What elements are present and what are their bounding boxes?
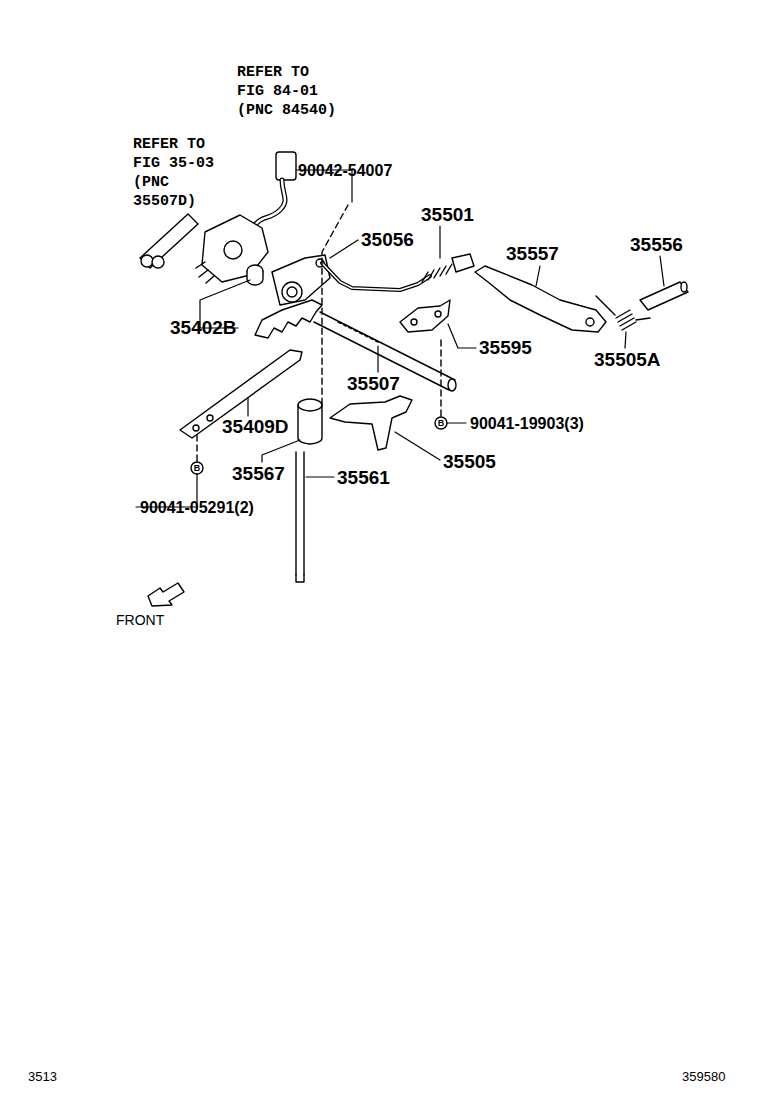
callout-number: 35402B [170, 317, 237, 339]
callout-number: 35505A [594, 349, 661, 371]
pawl-spring [616, 310, 636, 330]
callout-number: 35567 [232, 463, 285, 485]
leader-lines [136, 170, 664, 507]
wire-harness [255, 180, 285, 225]
rod-cam [452, 254, 474, 272]
switch-tabs [196, 262, 214, 283]
callout-number: 35556 [630, 234, 683, 256]
front-arrow [148, 583, 184, 606]
clip-hole [411, 319, 417, 325]
assembly-line [196, 432, 197, 461]
bolt-letter: B [191, 461, 203, 475]
bolt-symbol [191, 462, 203, 474]
clip-hole [435, 311, 441, 317]
lever-hub [282, 282, 302, 302]
bolt-symbol [435, 417, 447, 429]
illustration-number: 359580 [682, 1069, 725, 1084]
shaft-spline [338, 322, 378, 342]
clip-bracket [400, 300, 450, 332]
plate-hole [207, 415, 213, 421]
manual-valve-shaft [296, 452, 304, 575]
plate-hole [193, 425, 199, 431]
part-number: 90041-05291(2) [140, 498, 254, 517]
assembly-line [440, 340, 441, 416]
switch-hub [224, 241, 242, 259]
callout-number: 35501 [421, 204, 474, 226]
link-plate [140, 214, 198, 268]
callout-number: 35507 [347, 373, 400, 395]
bolt-letter: B [435, 416, 447, 430]
wire-harness-core [255, 180, 285, 225]
rod-spring [422, 264, 452, 282]
lever-bore [287, 287, 297, 297]
figure-code: 3513 [28, 1069, 57, 1084]
parking-rod-core [322, 263, 430, 290]
part-number: 90042-54007 [298, 161, 392, 180]
callout-number: 35409D [222, 416, 289, 438]
link-eye [141, 255, 153, 267]
bushing-body [247, 271, 263, 285]
callout-number: 35557 [506, 243, 559, 265]
shaft-tip [296, 575, 304, 582]
reference-note: REFER TO FIG 84-01 (PNC 84540) [237, 63, 345, 120]
pawl-hole [586, 318, 594, 326]
parking-rod [322, 263, 430, 290]
spring-leg [596, 296, 650, 320]
detent-spring-plate [180, 350, 302, 438]
shaft-end [448, 379, 456, 391]
assembly-line [322, 205, 348, 405]
connector-plug [276, 152, 296, 180]
bushing-top [298, 399, 322, 411]
callout-number: 35595 [479, 337, 532, 359]
reference-note: REFER TO FIG 35-03 (PNC 35507D) [133, 135, 241, 211]
shift-fork [330, 396, 412, 450]
parking-pawl [475, 266, 606, 332]
callout-number: 35056 [361, 229, 414, 251]
callout-number: 35505 [443, 451, 496, 473]
detent-plate [255, 300, 322, 338]
callout-number: 35561 [337, 467, 390, 489]
pin-end [681, 282, 687, 292]
part-number: 90041-19903(3) [470, 414, 584, 433]
direction-label: FRONT [116, 612, 164, 628]
link-eye [152, 256, 164, 268]
